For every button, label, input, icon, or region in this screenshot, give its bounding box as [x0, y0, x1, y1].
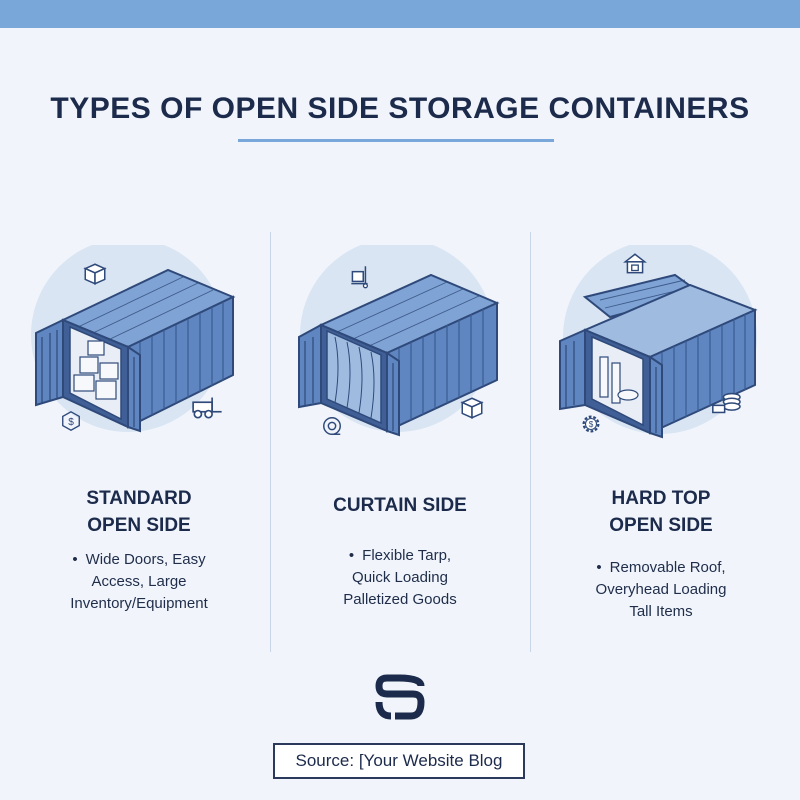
- coin-stack-icon: [712, 392, 741, 414]
- top-accent-bar: [0, 0, 800, 28]
- description-line: Tall Items: [629, 603, 693, 620]
- source-citation: Source: [Your Website Blog: [273, 743, 525, 779]
- page-title: TYPES OF OPEN SIDE STORAGE CONTAINERS: [50, 92, 750, 125]
- dollar-gear-icon: $: [582, 415, 600, 433]
- bullet-point: •: [348, 547, 355, 564]
- column-description: • Removable Roof, Overyhead Loading Tall …: [530, 557, 792, 623]
- tape-roll-icon: [323, 417, 341, 435]
- description-text: Flexible Tarp,: [362, 547, 452, 564]
- standard-open-side-container-illustration: [31, 245, 236, 433]
- column-title-line: STANDARD: [86, 488, 192, 509]
- column-divider-right: [530, 232, 531, 652]
- column-title: CURTAIN SIDE: [269, 492, 531, 519]
- column-description: • Wide Doors, Easy Access, Large Inventor…: [8, 549, 270, 615]
- column-title-line: OPEN SIDE: [609, 515, 713, 536]
- svg-text:$: $: [68, 417, 74, 428]
- description-line: • Wide Doors, Easy: [8, 549, 270, 571]
- description-line: Quick Loading: [352, 569, 448, 586]
- hard-top-open-side-container-illustration: [559, 245, 758, 439]
- description-line: Overyhead Loading: [595, 581, 727, 598]
- description-line: Access, Large: [91, 573, 187, 590]
- description-line: Inventory/Equipment: [70, 595, 208, 612]
- sc-logo: SC: [375, 674, 425, 720]
- column-title-line: OPEN SIDE: [87, 515, 191, 536]
- dollar-coin-icon: $: [62, 411, 80, 431]
- column-title-line: HARD TOP: [611, 488, 711, 509]
- column-title-line: CURTAIN SIDE: [333, 495, 467, 516]
- description-line: • Removable Roof,: [530, 557, 792, 579]
- svg-text:$: $: [589, 420, 594, 429]
- column-description: • Flexible Tarp, Quick Loading Palletized…: [269, 545, 531, 611]
- title-underline: [238, 139, 554, 142]
- column-title: HARD TOP OPEN SIDE: [530, 485, 792, 539]
- description-text: Wide Doors, Easy: [85, 551, 206, 568]
- bullet-point: •: [596, 559, 602, 576]
- description-line: Palletized Goods: [343, 591, 457, 608]
- box-icon: [460, 397, 484, 419]
- bullet-point: •: [72, 551, 78, 568]
- hand-truck-icon: [351, 266, 369, 289]
- column-title: STANDARD OPEN SIDE: [8, 485, 270, 539]
- box-icon: [83, 263, 107, 285]
- house-box-icon: [623, 253, 647, 274]
- column-divider-left: [270, 232, 271, 652]
- description-line: • Flexible Tarp,: [269, 545, 531, 567]
- description-text: Removable Roof,: [609, 559, 726, 576]
- curtain-side-container-illustration: [298, 245, 500, 437]
- forklift-icon: [192, 397, 222, 419]
